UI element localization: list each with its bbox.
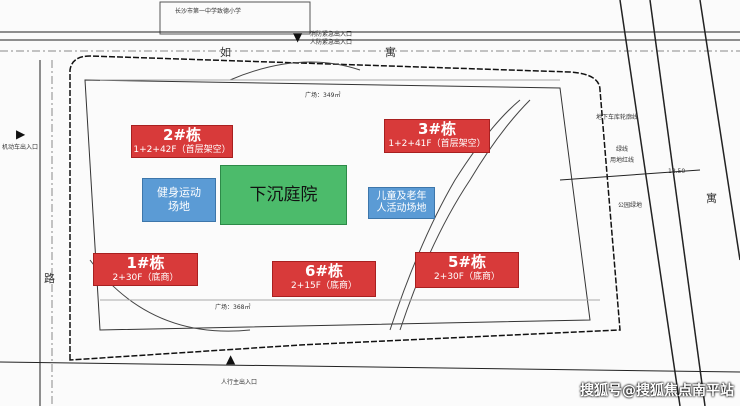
road-label: 寓 xyxy=(706,192,717,205)
entry-arrow-right-icon: ▶ xyxy=(16,127,26,141)
building-5[interactable]: 5#栋 2+30F（底商） xyxy=(415,252,519,288)
road-label: 寓 xyxy=(385,46,396,59)
fitness-area: 健身运动场地 xyxy=(142,178,216,222)
fire-entry-label: 消防紧急出入口 xyxy=(310,31,353,38)
pedestrian-entry-label: 人行主出入口 xyxy=(221,379,258,386)
building-2[interactable]: 2#栋 1+2+42F（首层架空） xyxy=(131,125,233,158)
road-label: 路 xyxy=(44,272,55,285)
building-name: 2#栋 xyxy=(162,126,201,144)
park-label: 公园绿地 xyxy=(618,202,643,209)
building-name: 5#栋 xyxy=(447,253,486,271)
school-label: 长沙市第一中学致德小学 xyxy=(175,8,242,15)
building-name: 3#栋 xyxy=(417,120,456,138)
width-label: 18.50 xyxy=(668,168,686,175)
building-3[interactable]: 3#栋 1+2+41F（首层架空） xyxy=(384,119,490,153)
civil-entry-label: 人防紧急出入口 xyxy=(310,39,353,46)
kids-elderly-area: 儿童及老年人活动场地 xyxy=(368,187,435,219)
plaza-top-label: 广场：349㎡ xyxy=(305,92,341,99)
sunken-courtyard: 下沉庭院 xyxy=(220,165,347,225)
building-floors: 1+2+42F（首层架空） xyxy=(133,145,231,155)
building-floors: 2+30F（底商） xyxy=(112,273,179,283)
green-line-label: 绿线 xyxy=(616,146,629,153)
building-name: 6#栋 xyxy=(304,262,343,280)
plaza-bottom-label: 广场：368㎡ xyxy=(215,304,251,311)
vehicle-entry-label: 机动车出入口 xyxy=(2,144,39,151)
entry-arrow-up-icon: ▲ xyxy=(226,352,236,366)
entry-arrow-down-icon: ▼ xyxy=(293,30,303,44)
garage-outline-label: 地下车库轮廓线 xyxy=(596,114,639,121)
building-6[interactable]: 6#栋 2+15F（底商） xyxy=(272,261,376,297)
red-line-label: 用地红线 xyxy=(610,157,635,164)
building-1[interactable]: 1#栋 2+30F（底商） xyxy=(93,253,198,286)
building-floors: 1+2+41F（首层架空） xyxy=(388,139,486,149)
watermark: 搜狐号@搜狐焦点南平站 xyxy=(580,383,734,399)
building-floors: 2+30F（底商） xyxy=(434,272,500,282)
building-name: 1#栋 xyxy=(126,254,165,272)
building-floors: 2+15F（底商） xyxy=(291,281,357,291)
road-label: 如 xyxy=(220,46,231,59)
